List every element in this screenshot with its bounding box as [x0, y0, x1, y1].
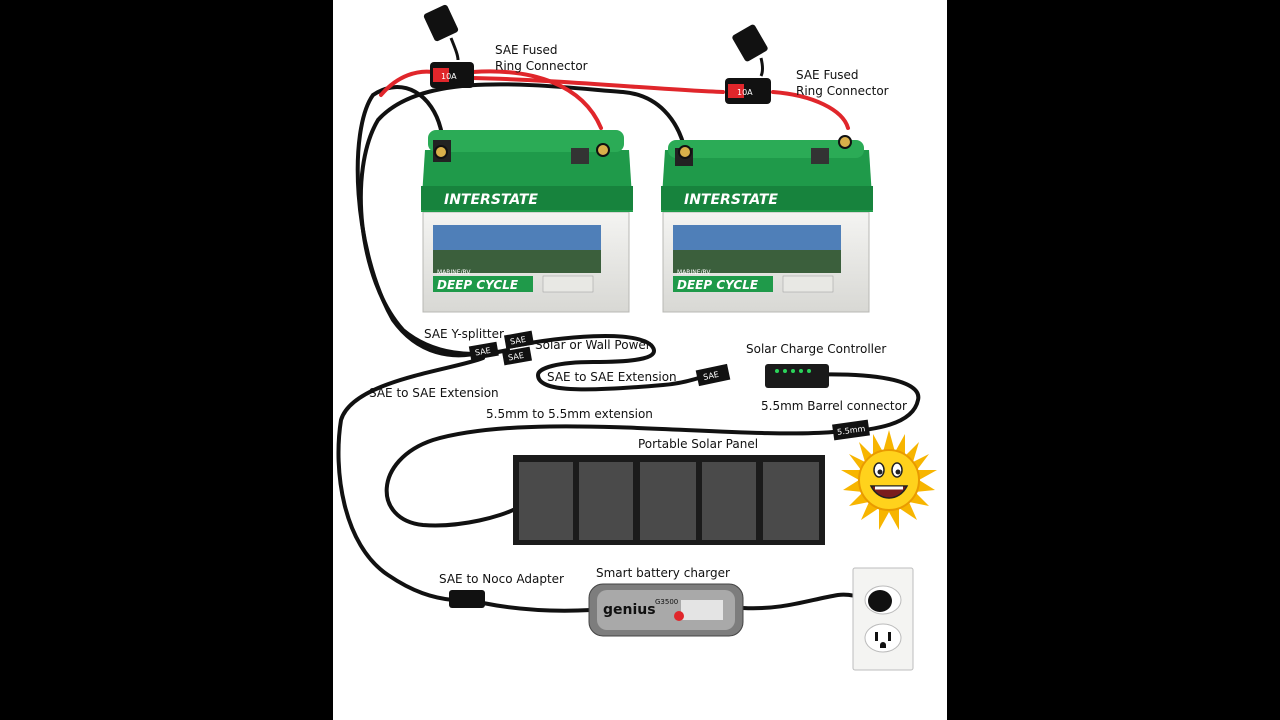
- charge-controller: [765, 364, 829, 388]
- label-sae-ext-mid: SAE to SAE Extension: [547, 370, 677, 384]
- sae-tag-2: SAE: [503, 330, 535, 350]
- battery-right-brand: INTERSTATE: [684, 192, 778, 208]
- sun-icon: [841, 430, 937, 530]
- wire-left-battery-neg: [355, 85, 485, 358]
- label-solar-or-wall: Solar or Wall Power: [535, 338, 651, 352]
- smart-charger: genius G3500: [588, 583, 744, 637]
- wire-right-fuse-to-pos: [771, 90, 850, 130]
- battery-right-type: DEEP CYCLE: [677, 278, 759, 292]
- label-barrel-extension: 5.5mm to 5.5mm extension: [486, 407, 653, 421]
- wire-to-noco: [336, 356, 485, 602]
- wire-left-fuse-in: [379, 69, 435, 97]
- svg-text:SAE: SAE: [702, 370, 719, 382]
- wiring-diagram: 10A 10A INTERSTATE MARINE/RV DEEP CYCLE: [333, 0, 947, 720]
- label-charge-controller: Solar Charge Controller: [746, 342, 887, 356]
- label-fuse-right: SAE Fused Ring Connector: [796, 68, 889, 98]
- svg-text:SAE: SAE: [474, 346, 491, 358]
- sae-tag-1: SAE: [468, 341, 499, 361]
- red-wires: [379, 69, 850, 130]
- wire-left-to-right-fuse: [471, 76, 725, 94]
- svg-text:SAE: SAE: [509, 335, 526, 347]
- battery-right: INTERSTATE MARINE/RV DEEP CYCLE: [661, 135, 873, 313]
- sae-tag-4: SAE: [695, 363, 731, 387]
- wire-solar-or-wall: [506, 334, 707, 392]
- wire-controller-barrel: [801, 372, 921, 434]
- barrel-tag: 5.5mm: [832, 419, 870, 441]
- wire-right-battery-neg: [358, 82, 687, 356]
- fuse-left: 10A: [423, 4, 474, 88]
- wall-outlet: [852, 567, 914, 671]
- svg-text:5.5mm: 5.5mm: [837, 424, 866, 437]
- label-solar-panel: Portable Solar Panel: [638, 437, 759, 451]
- charger-model: G3500: [655, 598, 678, 606]
- black-wires: [336, 82, 921, 613]
- battery-left-type: DEEP CYCLE: [437, 278, 519, 292]
- fuse-right-rating: 10A: [737, 88, 753, 97]
- battery-left-brand: INTERSTATE: [444, 192, 538, 208]
- label-barrel-connector: 5.5mm Barrel connector: [761, 399, 907, 413]
- label-fuse-left: SAE Fused Ring Connector: [495, 43, 588, 73]
- label-sae-ext-left: SAE to SAE Extension: [369, 386, 499, 400]
- diagram-graphics: 10A 10A INTERSTATE MARINE/RV DEEP CYCLE: [336, 4, 937, 671]
- battery-left: INTERSTATE MARINE/RV DEEP CYCLE: [421, 130, 633, 313]
- noco-adapter: [449, 590, 485, 608]
- battery-left-subtype: MARINE/RV: [437, 269, 471, 276]
- battery-right-subtype: MARINE/RV: [677, 269, 711, 276]
- svg-text:SAE: SAE: [507, 351, 524, 363]
- solar-panel: [513, 455, 825, 545]
- sae-tag-3: SAE: [501, 346, 533, 366]
- fuse-left-rating: 10A: [441, 72, 457, 81]
- fuse-right: 10A: [725, 24, 771, 104]
- wire-noco-charger: [481, 601, 593, 613]
- label-y-splitter: SAE Y-splitter: [424, 327, 504, 341]
- charger-brand: genius: [603, 602, 656, 618]
- wire-barrel-extension: [384, 424, 835, 528]
- label-smart-charger: Smart battery charger: [596, 566, 730, 580]
- label-noco-adapter: SAE to Noco Adapter: [439, 572, 564, 586]
